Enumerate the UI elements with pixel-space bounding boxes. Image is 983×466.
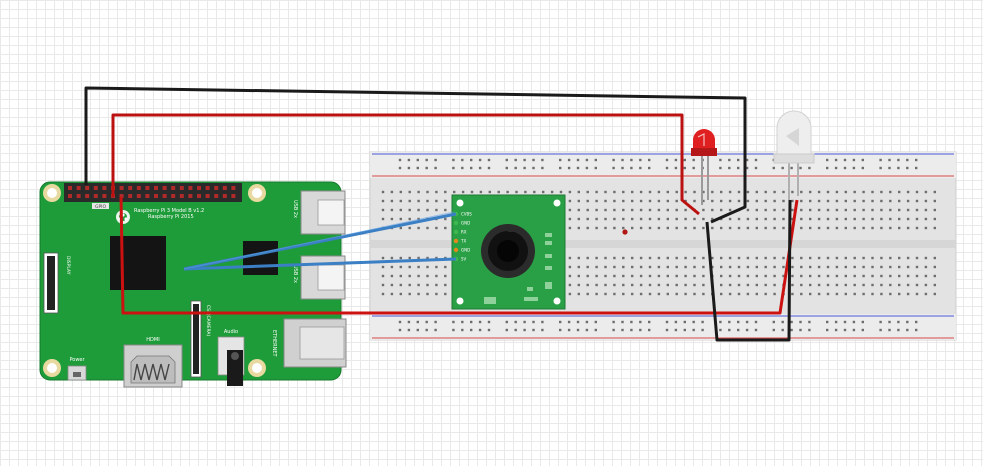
red-led xyxy=(691,129,717,205)
mounting-holes xyxy=(43,184,266,377)
gpio-label: GPIO xyxy=(95,204,107,210)
display-label: DISPLAY xyxy=(65,256,71,275)
audio-jack xyxy=(217,336,245,386)
blue-wire-5v xyxy=(183,257,457,271)
red-led-base xyxy=(691,148,717,156)
usb-label-bottom: USB 2x xyxy=(292,265,298,283)
hdmi-label: HDMI xyxy=(146,337,159,343)
power-label: Power xyxy=(69,357,85,363)
breadboard xyxy=(369,151,957,341)
white-led-base xyxy=(773,153,815,164)
camera-pin xyxy=(453,247,459,253)
usb-controller-chip xyxy=(243,241,278,275)
camera-pin-header: CVBS GND RX TX GND 5V xyxy=(453,212,472,262)
camera-pin-label: CVBS xyxy=(461,212,472,217)
raspberry-pi: GPIO Raspberry Pi 3 Model B v1.2 Raspber… xyxy=(39,181,347,388)
camera-pin-label: GND xyxy=(461,248,470,253)
camera-hole-bl xyxy=(456,297,464,305)
ethernet-port xyxy=(283,318,347,368)
camera-hole-br xyxy=(553,297,561,305)
soc-chip xyxy=(110,236,166,290)
camera-hole-tr xyxy=(553,199,561,207)
camera-module: CVBS GND RX TX GND 5V xyxy=(451,194,566,310)
ethernet-label: ETHERNET xyxy=(271,330,277,358)
black-wire-gpio-to-breadboard xyxy=(84,86,747,224)
usb-label-top: USB 2x xyxy=(292,200,298,218)
camera-pin-label: TX xyxy=(460,239,466,244)
camera-pin-label: GND xyxy=(461,221,470,226)
black-wire-to-white-led xyxy=(705,199,792,342)
camera-pin-label: RX xyxy=(461,230,467,235)
camera-connector-slot xyxy=(193,304,199,374)
wires xyxy=(84,86,799,342)
camera-pin xyxy=(453,238,459,244)
board-copyright-text: Raspberry Pi 2015 xyxy=(148,214,194,220)
red-wire-gpio-to-breadboard xyxy=(111,113,700,216)
top-power-rail xyxy=(370,152,956,178)
bottom-power-rail xyxy=(370,314,956,340)
power-port xyxy=(67,365,87,381)
breadboard-holes xyxy=(381,158,936,332)
gpio-label-box xyxy=(92,203,109,209)
audio-label: Audio xyxy=(224,329,238,335)
center-channel xyxy=(370,240,956,248)
blue-wire-cvbs-highlight xyxy=(183,211,455,270)
display-connector-slot xyxy=(47,256,55,310)
usb-port-top xyxy=(300,190,346,235)
board-model-text: Raspberry Pi 3 Model B v1.2 xyxy=(134,208,204,214)
raspberry-logo xyxy=(116,210,130,224)
camera-hole-tl xyxy=(456,199,464,207)
marker-dot xyxy=(622,229,628,235)
white-led xyxy=(773,110,815,200)
camera-pin-label: 5V xyxy=(461,257,467,262)
hdmi-port xyxy=(123,344,183,388)
camera-smd-parts xyxy=(484,233,552,304)
camera-label: CSI (CAMERA) xyxy=(205,305,211,336)
camera-pin xyxy=(453,229,459,235)
camera-lens xyxy=(481,224,535,278)
camera-pin xyxy=(453,220,459,226)
gpio-header xyxy=(64,183,242,202)
